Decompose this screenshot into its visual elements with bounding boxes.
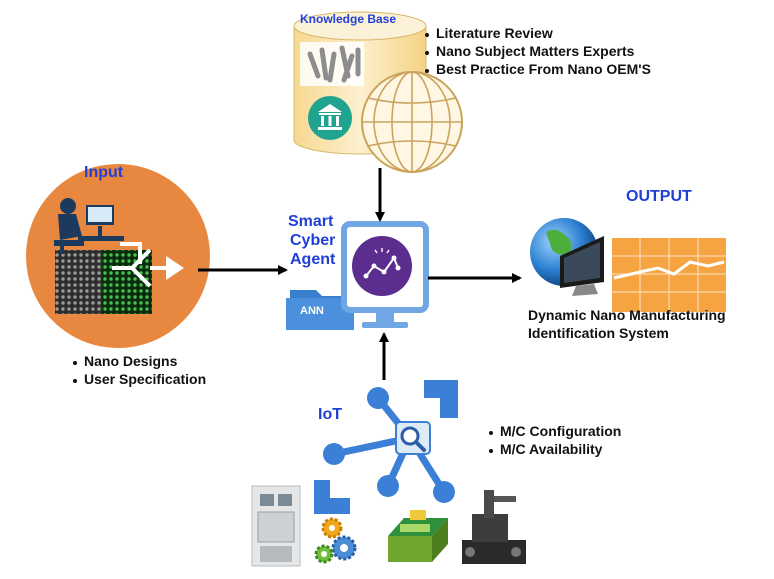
input-list: Nano Designs User Specification <box>72 352 206 388</box>
iot-item: M/C Configuration <box>488 422 621 440</box>
input-item: User Specification <box>72 370 206 388</box>
ann-folder-label: ANN <box>300 305 324 317</box>
microscope-machine-image <box>462 490 526 564</box>
knowledge-base-list: Literature Review Nano Subject Matters E… <box>424 24 651 78</box>
iot-list: M/C Configuration M/C Availability <box>488 422 621 458</box>
nano-rods-image <box>300 42 364 86</box>
agent-title-line: Smart <box>288 213 334 230</box>
gears-icon <box>314 517 357 564</box>
smart-cyber-agent-graphic <box>286 221 429 330</box>
flow-arrows <box>198 168 522 380</box>
kb-item: Literature Review <box>424 24 651 42</box>
output-monitor-graphic <box>530 218 726 312</box>
agent-title-line: Cyber <box>290 232 336 249</box>
branch-arrow-icon <box>112 242 168 288</box>
designer-at-computer-icon <box>54 198 124 254</box>
input-title: Input <box>84 164 124 181</box>
output-title: OUTPUT <box>626 188 692 205</box>
agent-title-line: Agent <box>290 251 336 268</box>
machine-cabinet-image <box>251 485 301 567</box>
kb-item: Nano Subject Matters Experts <box>424 42 651 60</box>
iot-item: M/C Availability <box>488 440 621 458</box>
institution-icon <box>308 96 352 140</box>
agent-title: Smart Cyber Agent <box>288 212 335 269</box>
output-caption-line: Identification System <box>528 325 669 341</box>
input-item: Nano Designs <box>72 352 206 370</box>
globe-wireframe-icon <box>361 71 463 173</box>
output-caption: Dynamic Nano Manufacturing Identificatio… <box>528 306 726 342</box>
device-box-image <box>388 510 448 562</box>
iot-title: IoT <box>318 406 342 423</box>
knowledge-base-cylinder <box>293 11 463 173</box>
output-caption-line: Dynamic Nano Manufacturing <box>528 307 726 323</box>
knowledge-base-title: Knowledge Base <box>300 12 397 26</box>
input-circle <box>26 164 210 348</box>
iot-network-graphic <box>314 380 458 514</box>
kb-item: Best Practice From Nano OEM'S <box>424 60 651 78</box>
